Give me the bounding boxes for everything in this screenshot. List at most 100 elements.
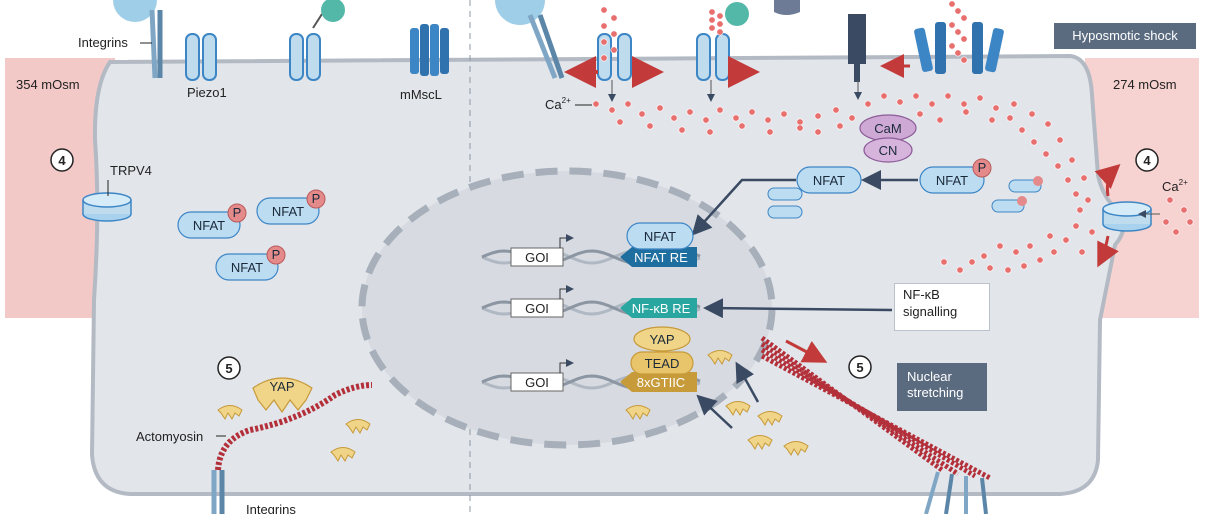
calcium-ion <box>678 126 686 134</box>
svg-text:P: P <box>233 205 242 220</box>
nfat-bound: NFAT <box>626 222 694 250</box>
label-integrins-top: Integrins <box>78 35 128 50</box>
pipette-icon <box>848 14 866 82</box>
svg-text:NF-κB RE: NF-κB RE <box>632 301 691 316</box>
calcium-ion <box>600 22 608 30</box>
svg-text:4: 4 <box>58 153 66 168</box>
calcium-ion <box>1020 262 1028 270</box>
calcium-ion <box>1036 256 1044 264</box>
calcium-ion <box>708 8 716 16</box>
calcium-ion <box>1062 236 1070 244</box>
calcium-ion <box>766 128 774 136</box>
ecm-ligand-icon <box>113 0 157 22</box>
label-osm-right: 274 mOsm <box>1113 77 1177 92</box>
svg-text:TEAD: TEAD <box>645 356 680 371</box>
nfkb-signalling-line2: signalling <box>903 304 958 319</box>
calcium-ion <box>960 14 968 22</box>
calcium-ion <box>616 118 624 126</box>
nfat-fragments <box>767 176 1043 219</box>
yap-import-arrow-1 <box>735 361 760 403</box>
calcium-ion <box>814 128 822 136</box>
nfat-re-tag: NFAT RE <box>620 247 697 267</box>
nfkb-arrow <box>703 298 893 319</box>
nfat-p-left-2: NFAT P <box>256 189 326 225</box>
svg-text:CN: CN <box>879 143 898 158</box>
calcium-ions <box>592 0 1194 274</box>
calcium-ion <box>1054 162 1062 170</box>
nuclear-stretching-banner: Nuclear stretching <box>897 363 987 411</box>
svg-text:8xGTIIC: 8xGTIIC <box>637 375 685 390</box>
calcium-ion <box>702 116 710 124</box>
calcium-ion <box>956 266 964 274</box>
calcium-ion <box>1072 190 1080 198</box>
yap-import-arrow-2 <box>696 394 733 429</box>
calcium-ion <box>716 106 724 114</box>
yap-molecule <box>707 350 733 365</box>
calcium-ion <box>1018 126 1026 134</box>
mmscl-channel-icon <box>410 24 449 76</box>
calcium-ion <box>706 128 714 136</box>
nfkb-signalling-line1: NF-κB <box>903 287 940 302</box>
yap-cytoplasm-left: YAP <box>252 377 313 414</box>
calcium-ion <box>896 98 904 106</box>
trpv4-channel-right-icon <box>1102 201 1152 232</box>
svg-text:NFAT: NFAT <box>193 218 225 233</box>
calcium-ion <box>1088 228 1096 236</box>
calcium-ion <box>716 28 724 36</box>
calcium-ion <box>912 92 920 100</box>
calcium-ion <box>1006 114 1014 122</box>
calcium-ion <box>608 106 616 114</box>
calcium-ion <box>708 24 716 32</box>
calcium-ion <box>610 46 618 54</box>
calcium-ion <box>1044 120 1052 128</box>
calcium-ion <box>980 252 988 260</box>
calcium-ion <box>732 114 740 122</box>
calcium-ion <box>948 21 956 29</box>
piezo1-channel-icon <box>185 33 217 81</box>
calcium-ion <box>1012 248 1020 256</box>
svg-text:5: 5 <box>225 361 232 376</box>
nuclear-import-arrow <box>691 178 796 236</box>
calcium-ion <box>1056 136 1064 144</box>
nfkb-re-tag: NF-κB RE <box>620 298 697 318</box>
calcium-ion <box>1186 218 1194 226</box>
yap-molecule <box>217 405 243 420</box>
nfat-p-right: NFAT P <box>919 158 992 194</box>
svg-text:NFAT: NFAT <box>272 204 304 219</box>
label-piezo1: Piezo1 <box>187 85 227 100</box>
svg-text:NFAT: NFAT <box>644 229 676 244</box>
label-actomyosin: Actomyosin <box>136 429 203 444</box>
calcium-ion <box>1004 266 1012 274</box>
calcium-ion <box>1042 150 1050 158</box>
svg-text:4: 4 <box>1143 153 1151 168</box>
label-osm-left: 354 mOsm <box>16 77 80 92</box>
calcium-ion <box>1072 222 1080 230</box>
calcium-ion <box>796 124 804 132</box>
tead: TEAD <box>630 351 694 375</box>
calcium-ion <box>1084 196 1092 204</box>
calcium-ion <box>968 258 976 266</box>
nfat-p-left-3: NFAT P <box>215 245 286 281</box>
goi-yap-row: GOI <box>510 359 574 392</box>
calcium-ion <box>600 38 608 46</box>
svg-text:NFAT: NFAT <box>936 173 968 188</box>
yap-molecule <box>747 435 773 450</box>
label-trpv4: TRPV4 <box>110 163 152 178</box>
calcium-ion <box>610 14 618 22</box>
yap-molecule <box>725 401 751 416</box>
calcium-ion <box>600 54 608 62</box>
calcium-ion <box>960 100 968 108</box>
nuclear-stretching-line1: Nuclear <box>907 369 952 384</box>
calcium-ion <box>600 6 608 14</box>
calcium-ion <box>954 28 962 36</box>
step-5-left-marker: 5 <box>217 356 241 380</box>
calcium-ion <box>836 122 844 130</box>
calcium-ion <box>976 94 984 102</box>
calmodulin: CaM <box>859 114 917 142</box>
svg-text:NFAT RE: NFAT RE <box>634 250 688 265</box>
calcium-ion <box>796 118 804 126</box>
yap-molecule <box>345 419 371 434</box>
calcium-ion <box>1028 110 1036 118</box>
